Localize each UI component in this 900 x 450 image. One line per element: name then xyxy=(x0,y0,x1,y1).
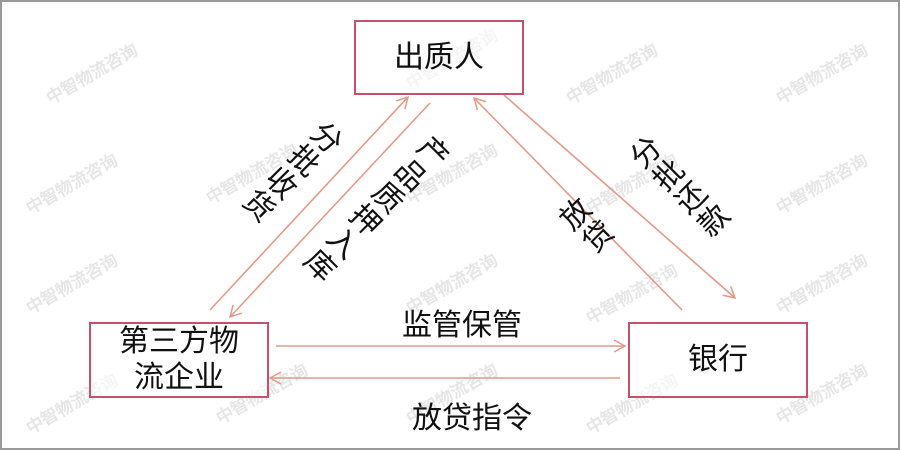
arrow-loan xyxy=(472,96,683,311)
node-logistics-company: 第三方物 流企业 xyxy=(89,322,269,398)
node-logistics-label-line1: 第三方物 xyxy=(119,324,239,359)
arrow-batch-receipt xyxy=(209,95,410,311)
node-pledgor-label: 出质人 xyxy=(394,39,484,75)
node-bank-label: 银行 xyxy=(688,342,748,377)
node-logistics-label-line2: 流企业 xyxy=(134,360,224,395)
label-supervision: 监管保管 xyxy=(402,308,522,343)
label-loan-instruction: 放贷指令 xyxy=(412,401,532,436)
arrow-batch-repayment xyxy=(503,94,737,300)
arrow-pledge-storage xyxy=(228,102,431,319)
node-pledgor: 出质人 xyxy=(354,20,524,95)
node-bank: 银行 xyxy=(628,322,808,398)
